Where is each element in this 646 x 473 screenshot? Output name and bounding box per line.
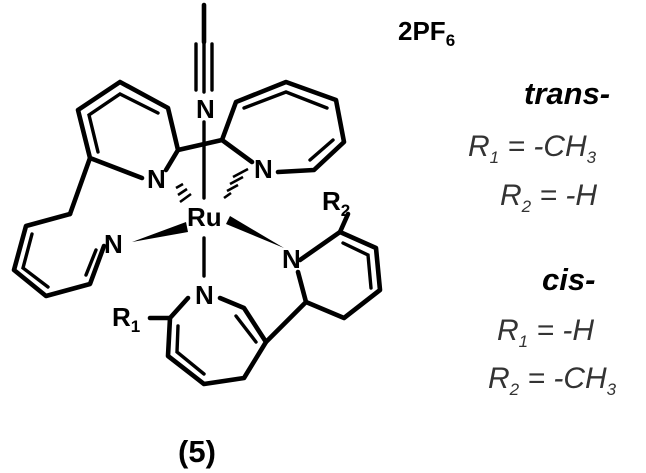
atom-n-axial: N	[196, 94, 215, 124]
atom-n-left-upper: N	[147, 164, 166, 194]
bipyridine-bond-lower	[263, 299, 309, 345]
wedge-bond-left	[132, 222, 188, 242]
trans-r1-definition: R1 = -CH3	[468, 130, 597, 167]
atom-n-right-upper: N	[254, 154, 273, 184]
wedge-bond-right	[226, 216, 284, 248]
atom-ruthenium: Ru	[187, 202, 222, 232]
acetonitrile-ligand	[194, 2, 214, 94]
atom-n-bottom: N	[195, 280, 214, 310]
substituent-r1: R1	[112, 302, 140, 336]
counterion-label: 2PF6	[398, 16, 455, 50]
pyridine-ring-bottom	[147, 295, 269, 387]
hashed-bond-right	[223, 167, 249, 200]
substituent-r2: R2	[322, 186, 350, 220]
isomer-legend: trans- R1 = -CH3 R2 = -H cis- R1 = -H R2…	[468, 76, 617, 399]
atom-n-right-lower: N	[282, 244, 301, 274]
pyridine-ring-upper-left	[75, 79, 181, 181]
bipyridine-bond-upper	[175, 137, 225, 153]
pyridine-ring-lower-left	[11, 155, 107, 299]
trans-r2-definition: R2 = -H	[500, 179, 597, 216]
cis-r2-definition: R2 = -CH3	[488, 362, 617, 399]
pyridine-ring-lower-right	[295, 211, 383, 321]
hashed-bond-left	[175, 182, 192, 204]
cis-r1-definition: R1 = -H	[497, 314, 594, 351]
coordination-bonds	[132, 120, 284, 278]
atom-n-left-lower: N	[104, 229, 123, 259]
compound-label: (5)	[178, 434, 216, 469]
trans-heading: trans-	[524, 76, 610, 111]
pyridine-ring-upper-right	[219, 79, 347, 175]
cis-heading: cis-	[542, 262, 595, 297]
